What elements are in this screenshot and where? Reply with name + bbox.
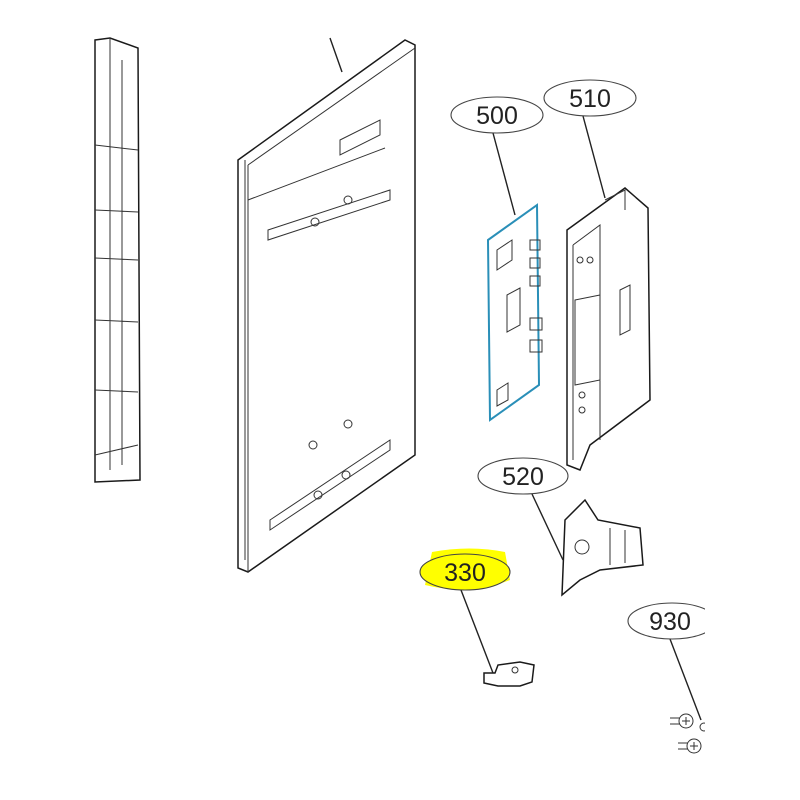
callout-510: 510 [543,79,637,117]
leader-line-520 [531,493,564,561]
leader-line-330 [460,589,494,674]
callout-500: 500 [450,96,544,134]
leader-line-930 [669,638,702,721]
jack-holder-part [561,498,644,597]
callout-930: 930 [627,602,717,640]
leader-line-510 [582,115,606,199]
callout-label: 330 [444,559,486,587]
leader-line-500 [492,132,516,216]
clip-part [483,661,535,687]
callout-label: 510 [569,85,611,113]
front-frame-part [94,37,141,483]
callout-520: 520 [477,457,569,495]
callout-label: 500 [476,102,518,130]
leader-line [329,37,343,73]
screw-part [670,713,709,754]
callout-330-highlighted: 330 [419,548,511,591]
main-board-part [486,203,543,422]
callout-label: 520 [502,463,544,491]
board-bracket-part [566,187,651,471]
back-cover-part [237,37,416,573]
callout-label: 930 [649,608,691,636]
